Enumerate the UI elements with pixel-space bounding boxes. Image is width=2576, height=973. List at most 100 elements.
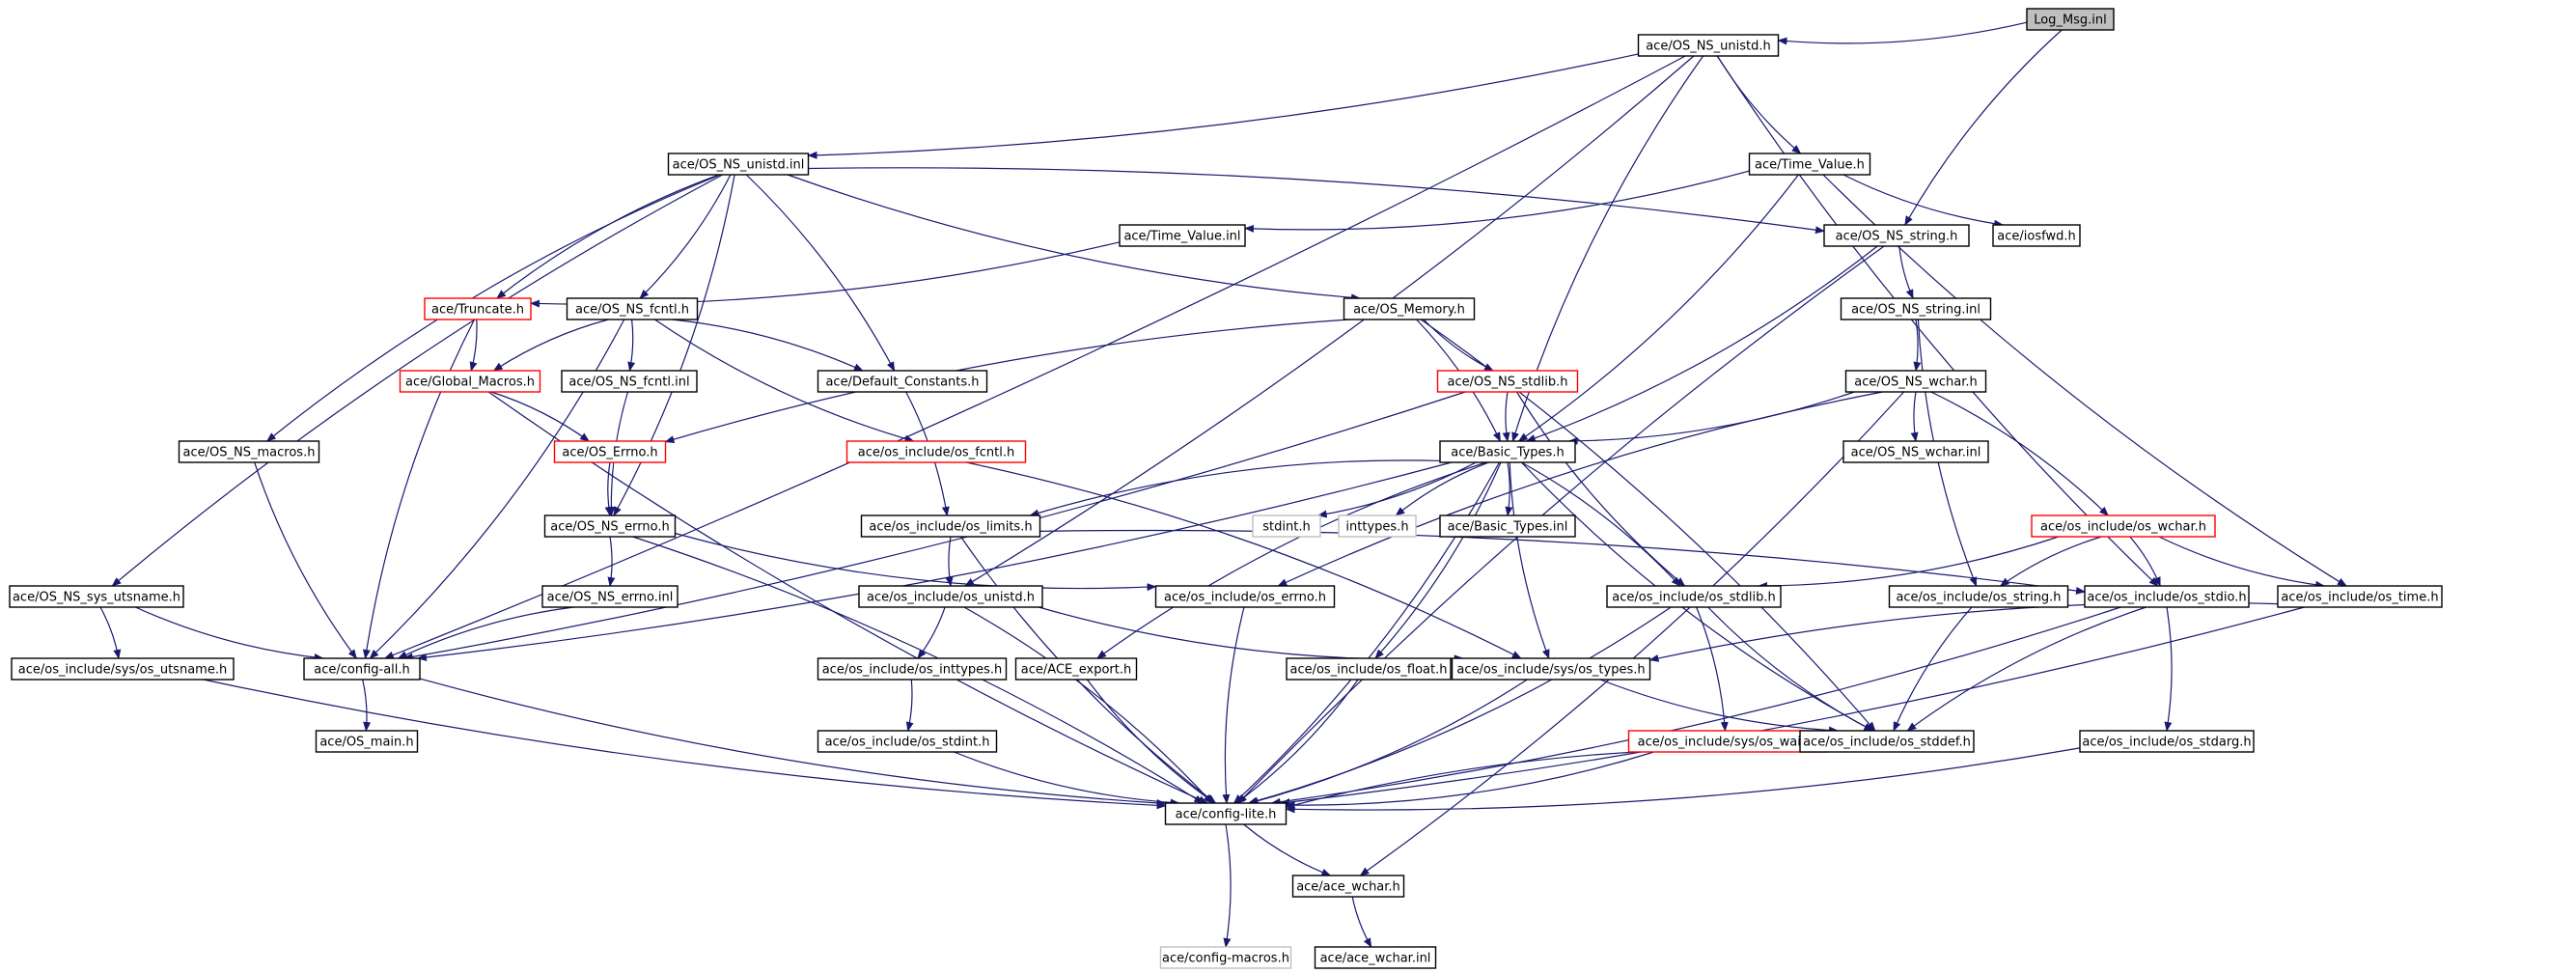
node-box[interactable] <box>1291 875 1405 898</box>
node-os-errno-h[interactable]: ace/OS_Errno.h <box>553 440 667 463</box>
node-box[interactable] <box>315 730 419 753</box>
node-basic-types-inl[interactable]: ace/Basic_Types.inl <box>1439 514 1576 538</box>
node-box[interactable] <box>2084 585 2250 608</box>
node-box[interactable] <box>817 370 988 393</box>
node-box[interactable] <box>1314 946 1437 969</box>
node-box[interactable] <box>845 440 1027 463</box>
node-os-main-h[interactable]: ace/OS_main.h <box>315 730 419 753</box>
node-os-ns-errno-h[interactable]: ace/OS_NS_errno.h <box>543 514 677 538</box>
node-os-ns-wchar-inl[interactable]: ace/OS_NS_wchar.inl <box>1842 440 1989 463</box>
node-os-inttypes-h[interactable]: ace/os_include/os_inttypes.h <box>817 657 1008 681</box>
node-box[interactable] <box>1119 224 1246 247</box>
node-box[interactable] <box>1439 514 1576 538</box>
node-os-wchar-h[interactable]: ace/os_include/os_wchar.h <box>2031 514 2216 538</box>
node-box[interactable] <box>2031 514 2216 538</box>
node-box[interactable] <box>11 657 235 681</box>
node-box[interactable] <box>1164 802 1288 825</box>
node-box[interactable] <box>1159 946 1292 969</box>
node-stdint-h[interactable]: stdint.h <box>1252 514 1321 538</box>
node-box[interactable] <box>1823 224 1970 247</box>
node-box[interactable] <box>566 297 699 320</box>
node-box[interactable] <box>1844 370 1987 393</box>
node-box[interactable] <box>424 297 532 320</box>
node-truncate-h[interactable]: ace/Truncate.h <box>424 297 532 320</box>
node-box[interactable] <box>1992 224 2081 247</box>
node-os-string-h[interactable]: ace/os_include/os_string.h <box>1888 585 2069 608</box>
node-ace-export-h[interactable]: ace/ACE_export.h <box>1014 657 1138 681</box>
node-box[interactable] <box>2026 8 2115 31</box>
edge-log_msg_inl-to-os_ns_unistd_h <box>1777 21 2028 45</box>
node-box[interactable] <box>1252 514 1321 538</box>
node-log-msg-inl[interactable]: Log_Msg.inl <box>2026 8 2115 31</box>
node-os-utsname-h[interactable]: ace/os_include/sys/os_utsname.h <box>11 657 235 681</box>
node-os-ns-string-h[interactable]: ace/OS_NS_string.h <box>1823 224 1970 247</box>
node-os-ns-macros-h[interactable]: ace/OS_NS_macros.h <box>178 440 320 463</box>
node-os-ns-stdlib-h[interactable]: ace/OS_NS_stdlib.h <box>1436 370 1579 393</box>
node-box[interactable] <box>817 657 1008 681</box>
node-box[interactable] <box>1606 585 1782 608</box>
node-box[interactable] <box>1842 440 1989 463</box>
node-os-ns-wchar-h[interactable]: ace/OS_NS_wchar.h <box>1844 370 1987 393</box>
node-box[interactable] <box>1439 440 1576 463</box>
node-config-all-h[interactable]: ace/config-all.h <box>303 657 421 681</box>
node-box[interactable] <box>1338 514 1417 538</box>
node-ace-wchar-inl[interactable]: ace/ace_wchar.inl <box>1314 946 1437 969</box>
node-iosfwd-h[interactable]: ace/iosfwd.h <box>1992 224 2081 247</box>
node-box[interactable] <box>1888 585 2069 608</box>
node-box[interactable] <box>1286 657 1452 681</box>
node-box[interactable] <box>817 730 998 753</box>
node-os-stdlib-h[interactable]: ace/os_include/os_stdlib.h <box>1606 585 1782 608</box>
node-os-ns-string-inl[interactable]: ace/OS_NS_string.inl <box>1840 297 1992 320</box>
node-os-limits-h[interactable]: ace/os_include/os_limits.h <box>860 514 1041 538</box>
node-box[interactable] <box>1154 585 1336 608</box>
node-os-stdio-h[interactable]: ace/os_include/os_stdio.h <box>2084 585 2250 608</box>
node-os-stdarg-h[interactable]: ace/os_include/os_stdarg.h <box>2079 730 2255 753</box>
node-basic-types-h[interactable]: ace/Basic_Types.h <box>1439 440 1576 463</box>
node-os-ns-unistd-h[interactable]: ace/OS_NS_unistd.h <box>1637 34 1780 57</box>
node-box[interactable] <box>561 370 698 393</box>
node-os-ns-fcntl-inl[interactable]: ace/OS_NS_fcntl.inl <box>561 370 698 393</box>
node-os-memory-h[interactable]: ace/OS_Memory.h <box>1343 297 1476 320</box>
node-box[interactable] <box>667 153 810 176</box>
node-box[interactable] <box>543 514 677 538</box>
node-os-unistd-h[interactable]: ace/os_include/os_unistd.h <box>858 585 1043 608</box>
node-time-value-h[interactable]: ace/Time_Value.h <box>1748 153 1871 176</box>
node-box[interactable] <box>1436 370 1579 393</box>
node-box[interactable] <box>2079 730 2255 753</box>
node-box[interactable] <box>1840 297 1992 320</box>
node-box[interactable] <box>1343 297 1476 320</box>
node-box[interactable] <box>178 440 320 463</box>
node-os-float-h[interactable]: ace/os_include/os_float.h <box>1286 657 1452 681</box>
node-default-constants-h[interactable]: ace/Default_Constants.h <box>817 370 988 393</box>
node-os-fcntl-h[interactable]: ace/os_include/os_fcntl.h <box>845 440 1027 463</box>
node-box[interactable] <box>1748 153 1871 176</box>
node-box[interactable] <box>1799 730 1975 753</box>
node-inttypes-h[interactable]: inttypes.h <box>1338 514 1417 538</box>
node-os-stdint-h[interactable]: ace/os_include/os_stdint.h <box>817 730 998 753</box>
node-box[interactable] <box>2277 585 2443 608</box>
node-os-types-h[interactable]: ace/os_include/sys/os_types.h <box>1451 657 1651 681</box>
node-time-value-inl[interactable]: ace/Time_Value.inl <box>1119 224 1246 247</box>
node-box[interactable] <box>1451 657 1651 681</box>
node-ace-wchar-h[interactable]: ace/ace_wchar.h <box>1291 875 1405 898</box>
node-box[interactable] <box>553 440 667 463</box>
node-box[interactable] <box>1637 34 1780 57</box>
node-box[interactable] <box>303 657 421 681</box>
node-box[interactable] <box>860 514 1041 538</box>
node-config-lite-h[interactable]: ace/config-lite.h <box>1164 802 1288 825</box>
node-global-macros-h[interactable]: ace/Global_Macros.h <box>399 370 541 393</box>
node-box[interactable] <box>9 585 184 608</box>
node-box[interactable] <box>858 585 1043 608</box>
node-config-macros-h[interactable]: ace/config-macros.h <box>1159 946 1292 969</box>
node-os-errno-inc-h[interactable]: ace/os_include/os_errno.h <box>1154 585 1336 608</box>
node-box[interactable] <box>399 370 541 393</box>
node-box[interactable] <box>541 585 679 608</box>
node-os-wait-h[interactable]: ace/os_include/sys/os_wait.h <box>1627 730 1828 753</box>
node-box[interactable] <box>1014 657 1138 681</box>
node-os-ns-fcntl-h[interactable]: ace/OS_NS_fcntl.h <box>566 297 699 320</box>
node-os-ns-unistd-inl[interactable]: ace/OS_NS_unistd.inl <box>667 153 810 176</box>
node-os-ns-sys-utsname-h[interactable]: ace/OS_NS_sys_utsname.h <box>9 585 184 608</box>
node-os-stddef-h[interactable]: ace/os_include/os_stddef.h <box>1799 730 1975 753</box>
node-os-time-h[interactable]: ace/os_include/os_time.h <box>2277 585 2443 608</box>
node-os-ns-errno-inl[interactable]: ace/OS_NS_errno.inl <box>541 585 679 608</box>
